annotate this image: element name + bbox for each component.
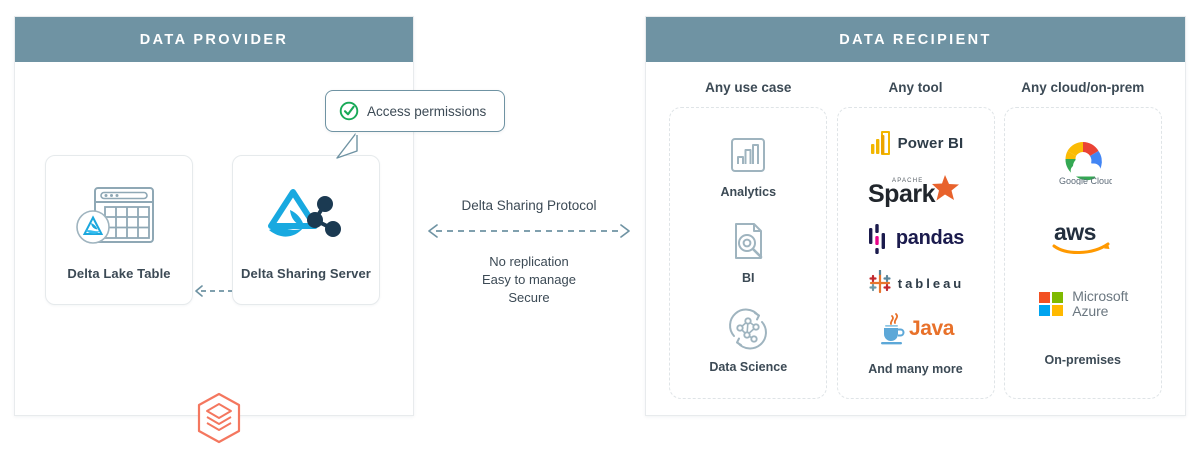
tile-tableau[interactable]: tableau: [867, 270, 965, 296]
tile-pandas[interactable]: pandas: [867, 223, 965, 254]
tooltip-tail: [336, 131, 359, 159]
azure-wordmark: Microsoft Azure: [1072, 289, 1128, 319]
label-analytics: Analytics: [720, 184, 777, 199]
tile-google-cloud[interactable]: Google Cloud: [1054, 139, 1112, 185]
tile-aws[interactable]: aws: [1050, 219, 1116, 255]
data-provider-body: Delta Lake Table: [15, 62, 413, 415]
label-java: Java: [908, 316, 955, 340]
delta-sharing-server-icon: [263, 180, 349, 258]
label-tableau: tableau: [897, 275, 965, 291]
microsoft-logo: [1039, 292, 1064, 316]
document-magnifier-icon: [735, 223, 763, 260]
delta-sharing-server-card[interactable]: Delta Sharing Server: [232, 155, 380, 305]
apache-spark-logo: Spark APACHE: [868, 174, 959, 207]
delta-sharing-protocol-block: Delta Sharing Protocol No replication Ea…: [415, 198, 643, 307]
protocol-title: Delta Sharing Protocol: [461, 198, 597, 213]
label-microsoft: Microsoft: [1072, 288, 1129, 304]
access-permissions-tooltip[interactable]: Access permissions: [325, 90, 505, 132]
google-cloud-logo: Google Cloud: [1059, 142, 1112, 185]
tile-java[interactable]: Java: [877, 313, 954, 345]
access-permissions-label: Access permissions: [367, 103, 487, 119]
green-check-circle-icon: [339, 101, 359, 121]
delta-lake-table-card[interactable]: Delta Lake Table: [45, 155, 193, 305]
tile-analytics[interactable]: Analytics: [720, 132, 776, 199]
label-bi: BI: [742, 271, 755, 286]
protocol-benefit-2: Secure: [508, 290, 550, 305]
power-bi-logo: [870, 131, 890, 156]
delta-lake-table-icon: [73, 180, 165, 258]
protocol-benefit-0: No replication: [489, 254, 569, 269]
pandas-logo: [868, 223, 885, 254]
label-on-premises: On-premises: [1044, 353, 1121, 367]
delta-sharing-server-label: Delta Sharing Server: [241, 265, 371, 281]
data-recipient-header: DATA RECIPIENT: [646, 17, 1185, 62]
use-case-box: Analytics BI: [669, 107, 828, 399]
svg-text:Google Cloud: Google Cloud: [1059, 176, 1112, 185]
protocol-benefit-1: Easy to manage: [482, 272, 576, 287]
data-recipient-panel: DATA RECIPIENT Any use case: [645, 16, 1186, 416]
data-recipient-body: Any use case Analytics: [646, 62, 1185, 415]
network-graph-icon: [729, 308, 768, 350]
java-logo: [880, 313, 905, 345]
tableau-logo: [869, 270, 891, 294]
data-recipient-title: DATA RECIPIENT: [839, 31, 992, 48]
tile-bi[interactable]: BI: [725, 218, 771, 285]
label-power-bi: Power BI: [897, 134, 964, 152]
data-provider-header: DATA PROVIDER: [15, 17, 413, 62]
label-data-science: Data Science: [709, 360, 788, 375]
column-title-use-case: Any use case: [705, 80, 792, 95]
delta-lake-table-label: Delta Lake Table: [67, 265, 171, 281]
column-any-cloud: Any cloud/on-prem Google: [1003, 80, 1162, 399]
data-provider-title: DATA PROVIDER: [139, 31, 289, 48]
column-title-any-tool: Any tool: [888, 80, 943, 95]
aws-logo: aws: [1052, 219, 1110, 254]
tile-apache-spark[interactable]: Spark APACHE: [862, 173, 970, 207]
column-title-any-cloud: Any cloud/on-prem: [1021, 80, 1145, 95]
tile-data-science[interactable]: Data Science: [709, 305, 787, 374]
protocol-arrow: [415, 223, 643, 244]
label-and-many-more: And many more: [868, 361, 963, 376]
tile-power-bi[interactable]: Power BI: [868, 130, 964, 156]
any-tool-box: Power BI Spark APACHE: [836, 107, 995, 399]
svg-text:Spark: Spark: [868, 180, 936, 207]
label-azure: Azure: [1072, 303, 1109, 319]
data-provider-panel: DATA PROVIDER: [14, 16, 414, 416]
any-cloud-box: Google Cloud aws: [1003, 107, 1162, 399]
bar-chart-icon: [731, 137, 766, 172]
tile-microsoft-azure[interactable]: Microsoft Azure: [1037, 289, 1128, 319]
svg-text:aws: aws: [1054, 219, 1096, 245]
label-pandas: pandas: [895, 227, 965, 250]
column-any-tool: Any tool Power BI: [836, 80, 995, 399]
bidirectional-dashed-arrow-icon: [428, 224, 630, 238]
delta-lake-hexagon-logo: [197, 392, 241, 444]
column-any-use-case: Any use case Analytics: [669, 80, 828, 399]
svg-text:APACHE: APACHE: [892, 178, 923, 184]
